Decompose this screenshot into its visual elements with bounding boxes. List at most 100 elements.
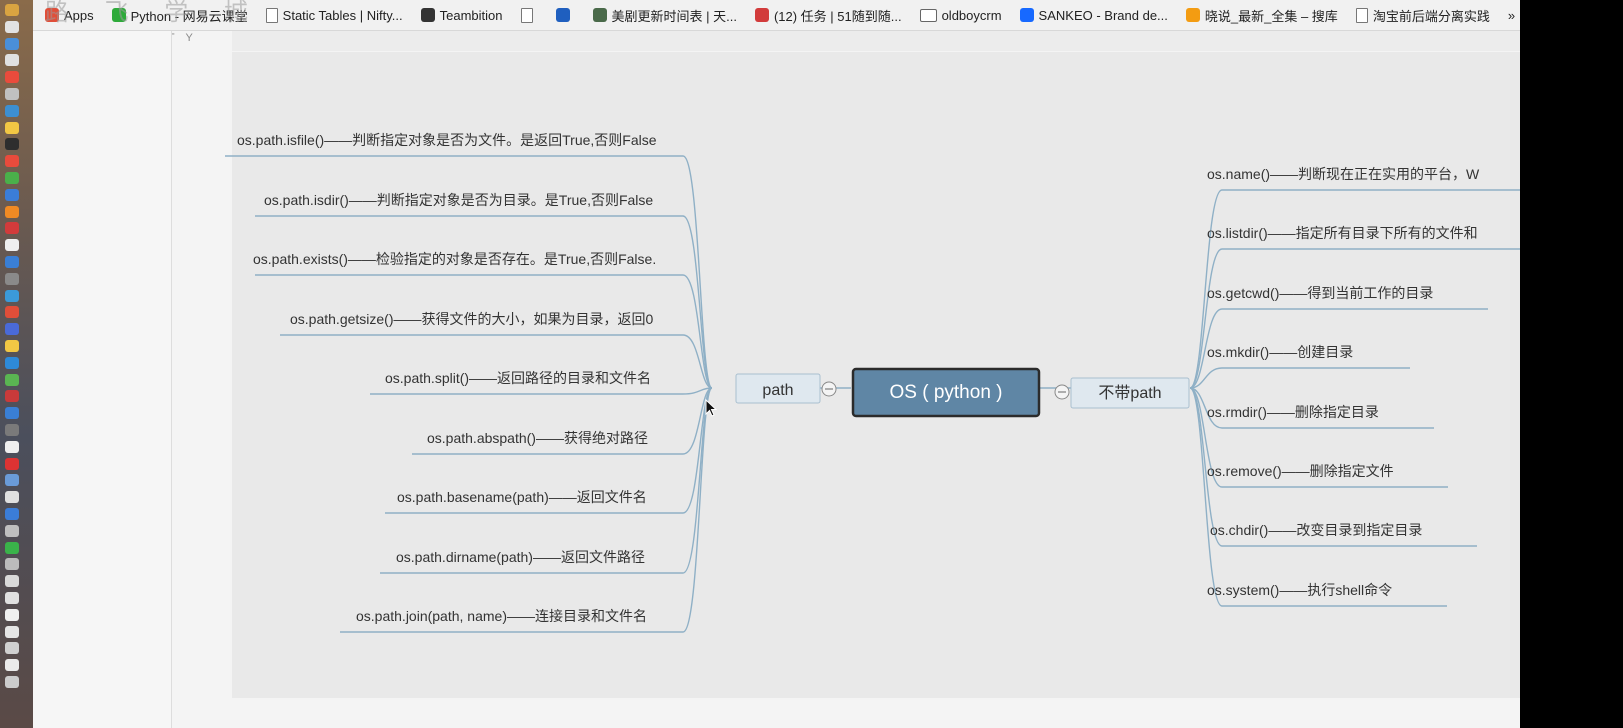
bookmark-label: Static Tables | Nifty... bbox=[282, 7, 403, 23]
dock-app-icon[interactable] bbox=[5, 121, 19, 134]
screen-border bbox=[1520, 0, 1623, 728]
dock-app-icon[interactable] bbox=[5, 340, 19, 352]
bookmark-item[interactable]: Apps bbox=[45, 8, 94, 23]
page-icon bbox=[520, 7, 533, 23]
connector-line bbox=[340, 387, 713, 633]
dock-app-icon[interactable] bbox=[5, 474, 19, 487]
bookmark-label: oldboycrm bbox=[941, 7, 1002, 23]
connector-line bbox=[1189, 248, 1520, 389]
branch-label: 不带path bbox=[1098, 384, 1161, 402]
side-panel bbox=[33, 31, 172, 728]
blue-square-icon bbox=[555, 8, 570, 22]
dock-app-icon[interactable] bbox=[5, 625, 19, 638]
dock-app-icon[interactable] bbox=[5, 54, 19, 67]
dock-app-icon[interactable] bbox=[5, 659, 19, 672]
bookmark-item[interactable]: 淘宝前后端分离实践 bbox=[1355, 6, 1490, 25]
bookmark-label: 晓说_最新_全集 – 搜库 bbox=[1204, 8, 1338, 24]
bookmark-item[interactable] bbox=[520, 7, 538, 23]
branch-node-no-path[interactable] bbox=[1070, 377, 1190, 409]
root-label: OS ( python ) bbox=[890, 382, 1003, 403]
browser-window: Apps Python - 网易云课堂 Static Tables | Nifty.… bbox=[0, 0, 1520, 728]
dock-app-icon[interactable] bbox=[5, 71, 19, 84]
dock-app-icon[interactable] bbox=[5, 592, 19, 604]
bookmark-label: Python - 网易云课堂 bbox=[130, 8, 248, 24]
bookmark-label: SANKEO - Brand de... bbox=[1038, 7, 1168, 23]
dock-app-icon[interactable] bbox=[5, 138, 19, 151]
dock-app-icon[interactable] bbox=[5, 20, 19, 33]
dock-app-icon[interactable] bbox=[5, 676, 19, 688]
bookmark-item[interactable]: SANKEO - Brand de... bbox=[1019, 7, 1168, 23]
dock-app-icon[interactable] bbox=[5, 37, 19, 50]
soku-icon bbox=[1185, 8, 1200, 22]
connector-line bbox=[1189, 308, 1488, 389]
root-node[interactable] bbox=[851, 367, 1041, 418]
dock-app-icon[interactable] bbox=[5, 205, 19, 218]
bookmark-item[interactable] bbox=[555, 8, 575, 22]
mindmap-node: os.path.isdir()——判断指定对象是否为目录。是True,否则Fal… bbox=[264, 192, 653, 208]
apps-grid-icon bbox=[45, 8, 59, 22]
connector-line bbox=[1189, 367, 1410, 389]
dock-app-icon[interactable] bbox=[5, 440, 19, 453]
mindmap-node: os.getcwd()——得到当前工作的目录 bbox=[1207, 285, 1433, 301]
dock-app-icon[interactable] bbox=[5, 306, 19, 319]
dock-app-icon[interactable] bbox=[5, 188, 19, 201]
dock-app-icon[interactable] bbox=[5, 424, 19, 436]
dock-app-icon[interactable] bbox=[5, 457, 19, 470]
mindmap-node: os.remove()——删除指定文件 bbox=[1207, 463, 1394, 479]
bookmark-item[interactable]: Python - 网易云课堂 bbox=[111, 6, 248, 25]
bookmark-green-icon bbox=[111, 8, 126, 22]
page-icon bbox=[1355, 7, 1368, 23]
bookmark-label: Apps bbox=[64, 7, 94, 23]
dock-app-icon[interactable] bbox=[5, 88, 19, 100]
bookmark-item[interactable]: 美剧更新时间表 | 天... bbox=[592, 6, 737, 25]
bookmark-item[interactable]: oldboycrm bbox=[919, 7, 1002, 23]
mindmap-node: os.mkdir()——创建目录 bbox=[1207, 344, 1353, 360]
dock-app-icon[interactable] bbox=[5, 575, 19, 588]
bookmark-item[interactable]: Static Tables | Nifty... bbox=[265, 7, 403, 23]
mindmap-node: os.path.join(path, name)——连接目录和文件名 bbox=[356, 608, 647, 624]
connector-line bbox=[1189, 387, 1447, 607]
dock-app-icon[interactable] bbox=[5, 323, 19, 336]
dock-app-icon[interactable] bbox=[5, 155, 19, 168]
dock-app-icon[interactable] bbox=[5, 524, 19, 537]
dock-app-icon[interactable] bbox=[5, 172, 19, 184]
bookmarks-bar: Apps Python - 网易云课堂 Static Tables | Nifty.… bbox=[33, 0, 1520, 31]
mindmap-node: os.path.abspath()——获得绝对路径 bbox=[427, 430, 648, 446]
branch-node-path[interactable] bbox=[735, 373, 821, 404]
dock-app-icon[interactable] bbox=[5, 239, 19, 252]
bookmark-item[interactable]: » bbox=[1508, 8, 1515, 23]
dock-app-icon[interactable] bbox=[5, 390, 19, 403]
connector-line bbox=[255, 215, 713, 389]
dock-app-icon[interactable] bbox=[5, 104, 19, 117]
dock-app-icon[interactable] bbox=[5, 373, 19, 386]
bookmark-label: (12) 任务 | 51随到随... bbox=[773, 8, 902, 24]
dock-app-icon[interactable] bbox=[5, 642, 19, 655]
dock-app-icon[interactable] bbox=[5, 491, 19, 504]
dock-app-icon[interactable] bbox=[5, 407, 19, 420]
teambition-icon bbox=[420, 8, 435, 22]
dock-app-icon[interactable] bbox=[5, 356, 19, 369]
app-dock bbox=[0, 0, 33, 728]
connector-line bbox=[1189, 189, 1520, 389]
dock-app-icon[interactable] bbox=[5, 541, 19, 554]
page-icon bbox=[265, 7, 278, 23]
behance-icon bbox=[1019, 8, 1034, 22]
bookmark-label: » bbox=[1507, 7, 1516, 23]
dock-app-icon[interactable] bbox=[5, 272, 19, 285]
mindmap[interactable]: os.path.isfile()——判断指定对象是否为文件。是返回True,否则… bbox=[0, 0, 1520, 728]
dock-app-icon[interactable] bbox=[5, 222, 19, 235]
dock-app-icon[interactable] bbox=[5, 508, 19, 520]
dock-app-icon[interactable] bbox=[5, 558, 19, 571]
folder-icon bbox=[919, 8, 937, 22]
bookmark-label: Teambition bbox=[439, 7, 503, 23]
bookmark-item[interactable]: Teambition bbox=[420, 7, 503, 23]
bookmark-item[interactable]: 晓说_最新_全集 – 搜库 bbox=[1185, 6, 1338, 25]
dock-app-icon[interactable] bbox=[5, 608, 19, 621]
connector-line bbox=[1189, 387, 1434, 429]
dock-app-icon[interactable] bbox=[5, 289, 19, 302]
dock-app-icon[interactable] bbox=[5, 256, 19, 268]
mindmap-node: os.chdir()——改变目录到指定目录 bbox=[1210, 522, 1422, 538]
dock-app-icon[interactable] bbox=[5, 4, 19, 16]
connector-line bbox=[412, 387, 713, 455]
bookmark-item[interactable]: (12) 任务 | 51随到随... bbox=[754, 6, 902, 25]
